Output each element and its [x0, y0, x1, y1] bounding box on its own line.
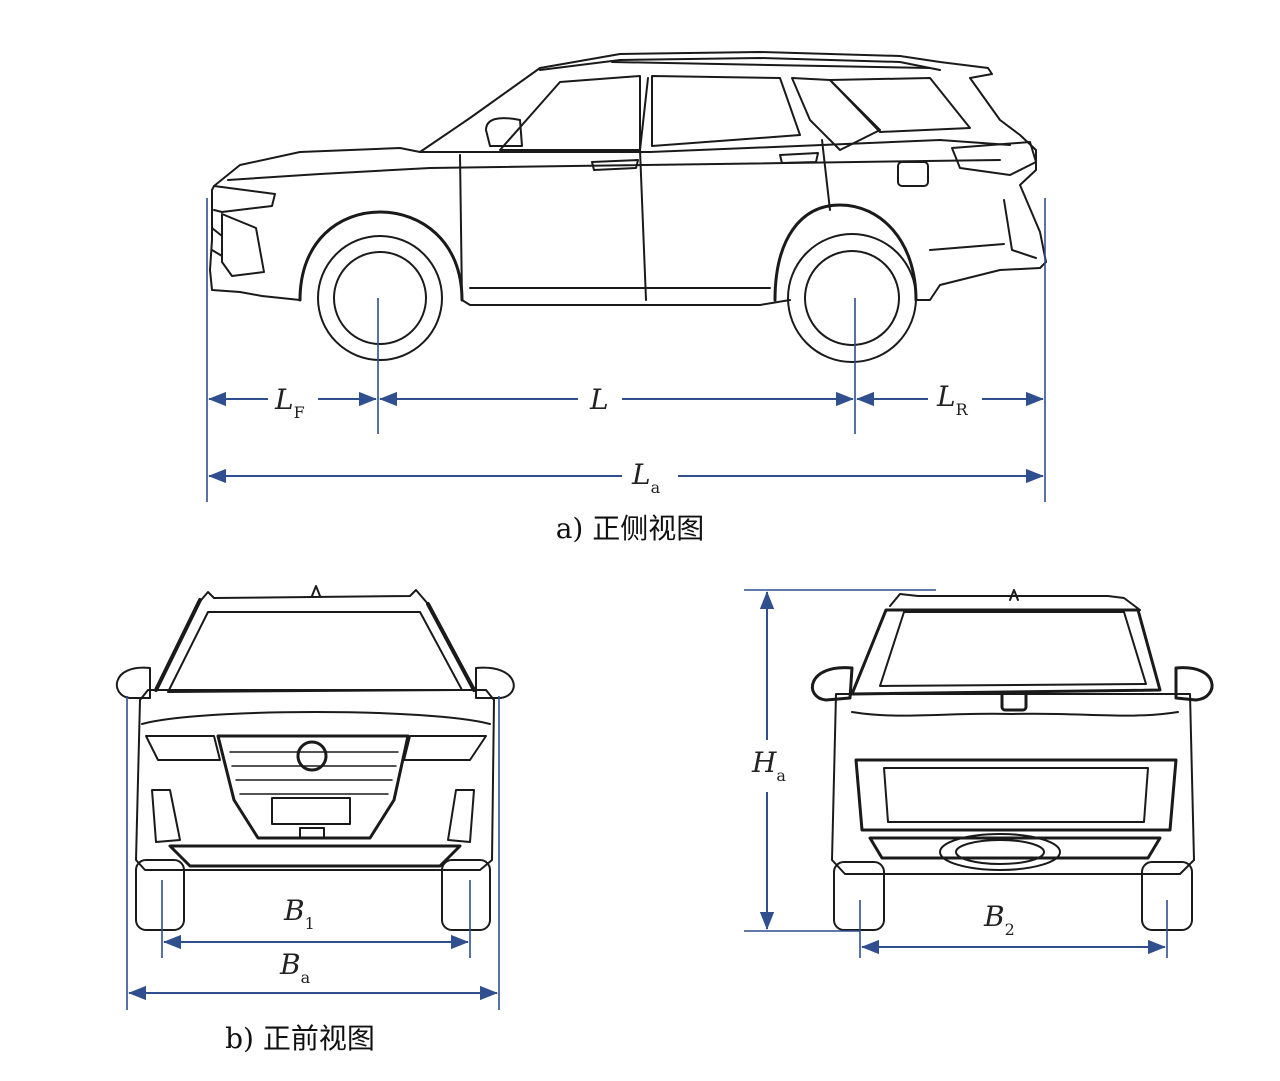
wheelbase-label: L: [589, 383, 609, 416]
front-view-caption: b) 正前视图: [225, 1022, 375, 1055]
rear-overhang-label: LR: [936, 380, 969, 419]
front-view-car-drawing: [115, 585, 515, 931]
side-view-car-drawing: [209, 51, 1047, 363]
front-overhang-label: LF: [274, 383, 305, 422]
rear-view-car-drawing: [810, 589, 1214, 931]
overall-width-label: Ba: [279, 948, 311, 987]
rear-track-label: B2: [983, 900, 1015, 939]
overall-length-label: La: [631, 458, 661, 497]
side-view-caption: a) 正侧视图: [556, 512, 705, 545]
front-track-label: B1: [283, 894, 315, 933]
overall-height-label: Ha: [751, 746, 786, 785]
